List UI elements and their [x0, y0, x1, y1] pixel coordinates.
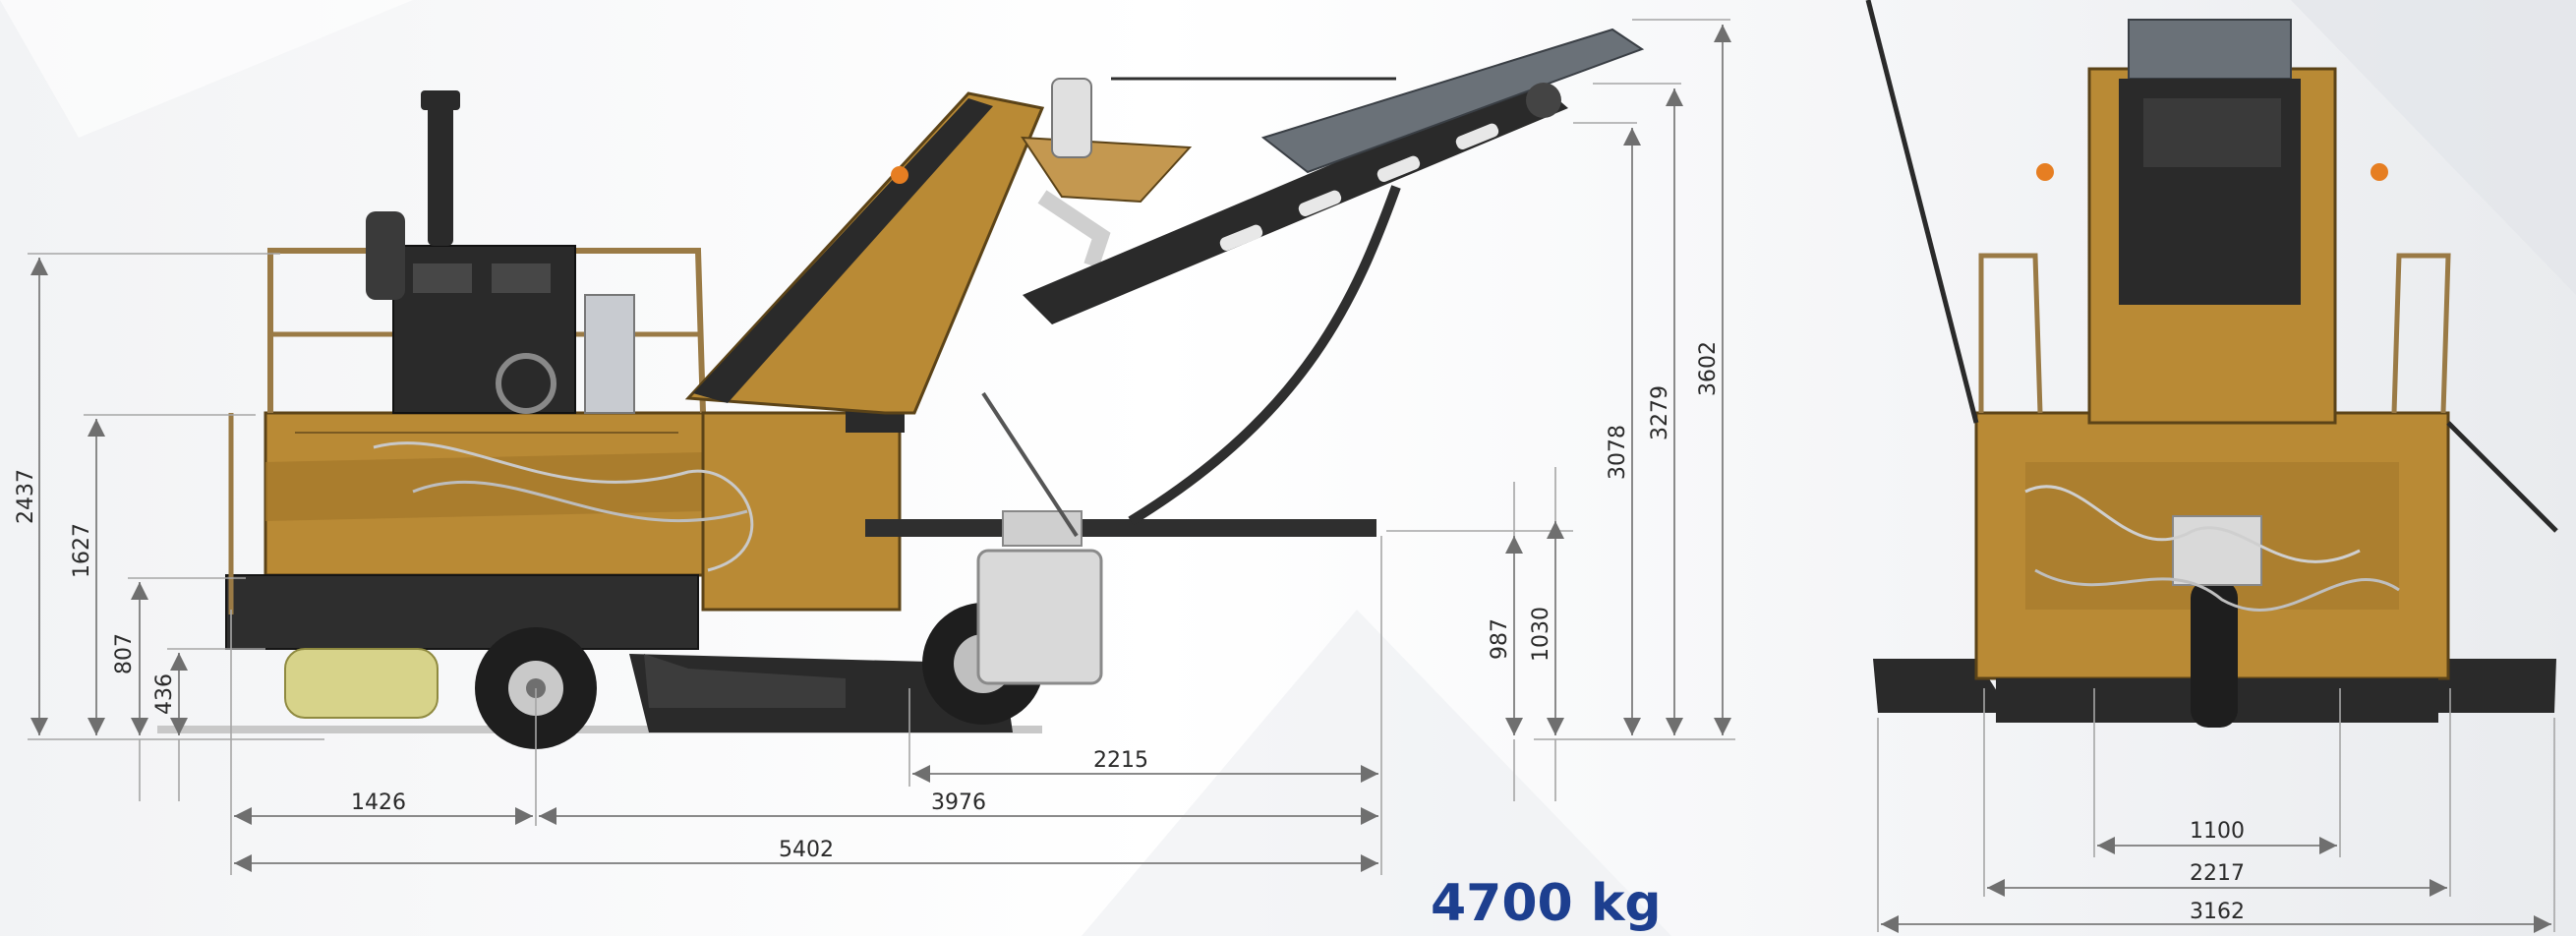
tank [284, 648, 439, 719]
discharge-conveyor [1023, 28, 1645, 324]
dim-5402: 5402 [779, 838, 834, 862]
dim-807: 807 [112, 633, 137, 674]
dim-2215: 2215 [1093, 748, 1148, 773]
dim-3078: 3078 [1606, 425, 1630, 480]
weight-label: 4700 kg [1431, 874, 1662, 933]
rear-view-dimensions: 1100 2217 3162 [1877, 688, 2555, 933]
dim-2437: 2437 [14, 469, 38, 524]
side-view-machine [157, 28, 1645, 749]
rear-wheel-center [2191, 580, 2238, 728]
dim-436: 436 [152, 673, 177, 715]
dim-987: 987 [1488, 618, 1512, 660]
side-view-dimensions: 2437 1627 807 436 2215 1426 3976 5402 [14, 19, 1735, 875]
dim-1627: 1627 [70, 523, 94, 578]
dim-3602: 3602 [1696, 341, 1721, 396]
dim-3976: 3976 [931, 790, 986, 815]
dim-1030: 1030 [1529, 607, 1553, 662]
dim-2217: 2217 [2190, 861, 2245, 886]
rear-view-machine [1865, 0, 2558, 728]
dim-1426: 1426 [351, 790, 406, 815]
dim-3162: 3162 [2190, 900, 2245, 924]
exhaust-stack [428, 98, 453, 246]
dim-3279: 3279 [1648, 385, 1672, 440]
dim-1100: 1100 [2190, 819, 2245, 844]
